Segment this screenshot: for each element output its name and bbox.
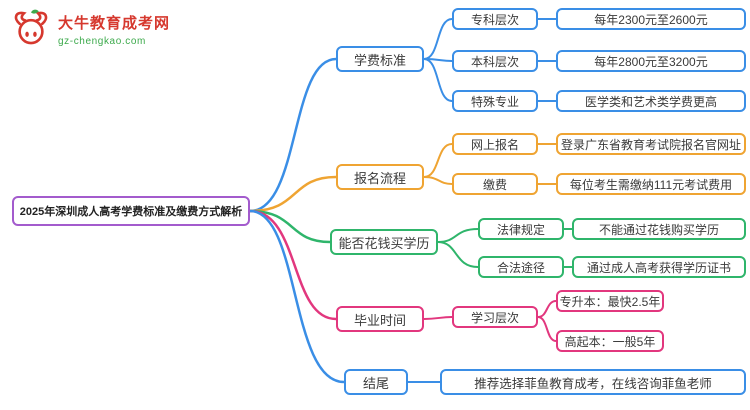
logo-title: 大牛教育成考网 bbox=[58, 15, 171, 32]
node-college-level: 专科层次 bbox=[452, 8, 538, 30]
link-buy-law bbox=[437, 228, 479, 243]
link-tuition-special bbox=[423, 58, 453, 102]
node-online-registration-value: 登录广东省教育考试院报名官网址 bbox=[556, 133, 746, 155]
node-payment-value: 每位考生需缴纳111元考试费用 bbox=[556, 173, 746, 195]
node-study-level: 学习层次 bbox=[452, 306, 538, 328]
node-legal-way-value: 通过成人高考获得学历证书 bbox=[572, 256, 746, 278]
node-ending: 结尾 bbox=[344, 369, 408, 395]
node-buy-diploma-question: 能否花钱买学历 bbox=[330, 229, 438, 255]
link-level-gqb bbox=[537, 316, 557, 342]
root-topic: 2025年深圳成人高考学费标准及缴费方式解析 bbox=[12, 196, 250, 226]
link-root-registration bbox=[248, 175, 338, 213]
node-registration-process: 报名流程 bbox=[336, 164, 424, 190]
node-law-regulation-value: 不能通过花钱购买学历 bbox=[572, 218, 746, 240]
node-special-major: 特殊专业 bbox=[452, 90, 538, 112]
node-graduation-time: 毕业时间 bbox=[336, 306, 424, 332]
link-registration-online bbox=[423, 143, 453, 178]
node-payment: 缴费 bbox=[452, 173, 538, 195]
link-root-ending bbox=[248, 209, 346, 384]
link-level-zsb bbox=[537, 300, 557, 318]
node-legal-way: 合法途径 bbox=[478, 256, 564, 278]
node-online-registration: 网上报名 bbox=[452, 133, 538, 155]
node-tuition-standard: 学费标准 bbox=[336, 46, 424, 72]
site-logo: 大牛教育成考网 gz-chengkao.com bbox=[10, 8, 170, 50]
node-bachelor-level-value: 每年2800元至3200元 bbox=[556, 50, 746, 72]
bull-logo-icon bbox=[14, 9, 48, 45]
link-buy-legal bbox=[437, 241, 479, 268]
link-root-graduation bbox=[248, 209, 338, 321]
node-bachelor-level: 本科层次 bbox=[452, 50, 538, 72]
logo-subtitle: gz-chengkao.com bbox=[58, 36, 146, 47]
node-zhuanshengben-value: 专升本：最快2.5年 bbox=[556, 290, 664, 312]
link-root-tuition bbox=[248, 57, 338, 213]
link-tuition-college bbox=[423, 18, 453, 60]
link-registration-pay bbox=[423, 176, 453, 185]
node-law-regulation: 法律规定 bbox=[478, 218, 564, 240]
node-special-major-value: 医学类和艺术类学费更高 bbox=[556, 90, 746, 112]
link-root-buy-diploma bbox=[248, 209, 332, 244]
node-gaoqiben-value: 高起本：一般5年 bbox=[556, 330, 664, 352]
node-ending-value: 推荐选择菲鱼教育成考，在线咨询菲鱼老师 bbox=[440, 369, 746, 395]
link-graduation-level bbox=[423, 316, 453, 320]
node-college-level-value: 每年2300元至2600元 bbox=[556, 8, 746, 30]
